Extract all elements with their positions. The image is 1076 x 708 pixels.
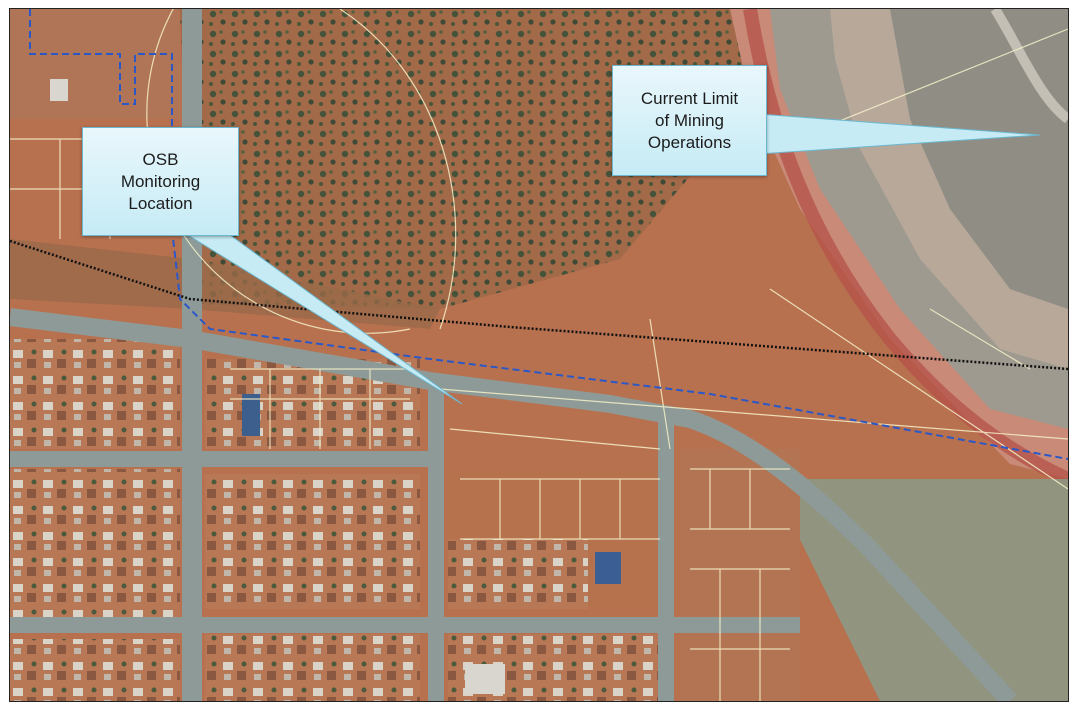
building — [465, 664, 505, 694]
road-east-west — [10, 451, 440, 467]
town-block — [680, 449, 800, 701]
road-north-south — [428, 389, 444, 701]
town-block — [205, 634, 420, 701]
osb-monitoring-callout: OSB Monitoring Location — [82, 127, 239, 236]
building — [595, 552, 621, 584]
osb-callout-line-1: OSB — [142, 149, 179, 169]
mine-pit-terrace-3 — [890, 9, 1068, 309]
building — [242, 394, 260, 436]
osb-callout-line-2: Monitoring — [120, 171, 201, 191]
mining-limit-callout: Current Limit of Mining Operations — [612, 65, 767, 176]
mining-callout-line-1: Current Limit — [640, 88, 739, 108]
mine-pit-red-rim — [743, 9, 1068, 486]
town-block — [10, 639, 180, 701]
road-east-west — [10, 617, 800, 633]
building — [50, 79, 68, 101]
rail-line — [10, 239, 1068, 371]
aerial-map-frame: OSB Monitoring Location Current Limit of… — [9, 8, 1069, 702]
town-block — [10, 339, 180, 449]
road-north-south — [658, 419, 674, 701]
town-block — [448, 539, 588, 609]
town-block — [10, 9, 180, 119]
mine-haul-road — [990, 9, 1068, 124]
mining-callout-line-3: Operations — [647, 132, 732, 152]
vegetation-strip — [10, 239, 440, 329]
town-block — [205, 474, 420, 609]
aerial-map — [10, 9, 1068, 701]
osb-callout-line-3: Location — [128, 193, 193, 213]
road-diagonal — [10, 308, 1017, 701]
mining-callout-line-2: of Mining — [655, 110, 724, 130]
boundary-line — [29, 9, 1068, 460]
road-north-south — [182, 9, 202, 701]
town-block — [10, 469, 180, 619]
